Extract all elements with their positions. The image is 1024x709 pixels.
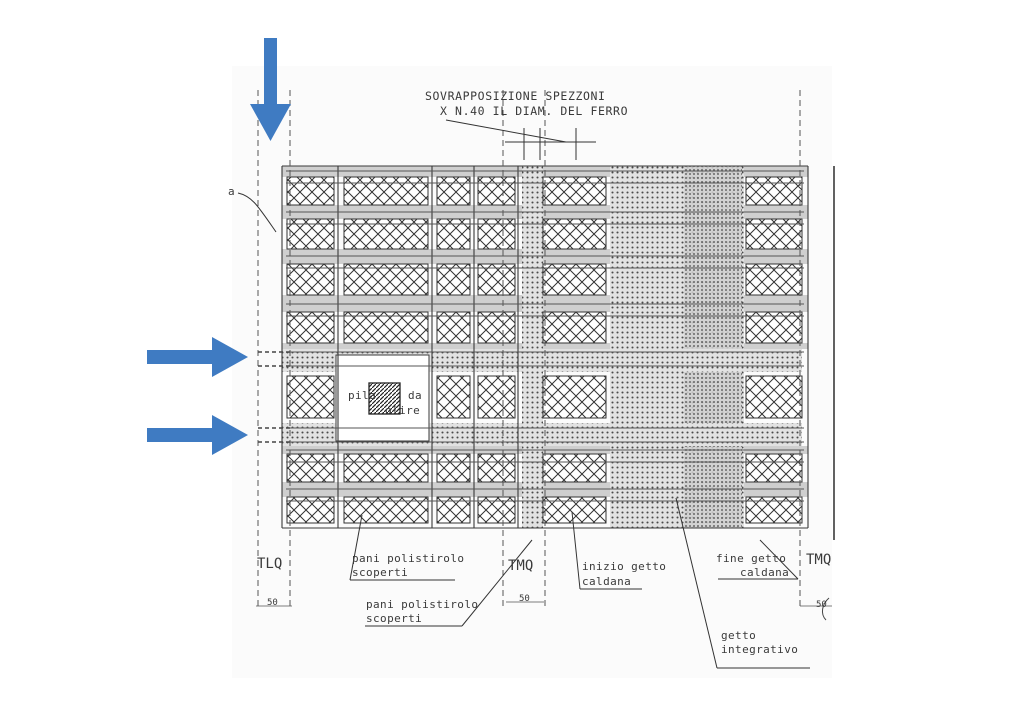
polystyrene-block	[343, 218, 429, 250]
annotation-pani-1-line2: scoperti	[352, 566, 408, 579]
annotation-pani-2-line1: pani polistirolo	[366, 598, 478, 611]
arrow-right-icon-lower	[147, 415, 248, 455]
polystyrene-block	[542, 311, 607, 344]
polystyrene-block	[477, 263, 516, 296]
annotation-inizio-line1: inizio getto	[582, 560, 666, 573]
polystyrene-block	[436, 263, 471, 296]
stub-bars-left	[258, 351, 290, 443]
polystyrene-block	[286, 375, 335, 419]
header-line-1: SOVRAPPOSIZIONE SPEZZONI	[425, 89, 606, 103]
polystyrene-block	[745, 375, 803, 419]
dotted-column-a	[522, 166, 543, 528]
polystyrene-block	[745, 218, 803, 250]
polystyrene-block	[477, 311, 516, 344]
axis-label-right: TMQ	[806, 552, 831, 568]
dotted-column-c	[684, 166, 742, 528]
polystyrene-block	[542, 176, 607, 206]
polystyrene-block	[745, 263, 803, 296]
pillar-label-word3: olire	[385, 404, 420, 417]
pillar-label-word1: pila	[348, 389, 376, 402]
polystyrene-block	[286, 263, 335, 296]
polystyrene-block	[542, 263, 607, 296]
arrow-down-icon	[250, 38, 291, 141]
overlap-dimension	[445, 119, 596, 160]
polystyrene-block	[542, 453, 607, 483]
polystyrene-block	[542, 218, 607, 250]
polystyrene-block	[436, 176, 471, 206]
pillar-label-word2: da	[408, 389, 422, 402]
arrow-right-icon-upper	[147, 337, 248, 377]
polystyrene-block	[286, 453, 335, 483]
annotation-pani-1-line1: pani polistirolo	[352, 552, 464, 565]
polystyrene-blocks-right	[542, 176, 803, 524]
highlight-arrows	[147, 38, 291, 455]
polystyrene-block	[477, 453, 516, 483]
polystyrene-block	[745, 453, 803, 483]
polystyrene-block	[343, 263, 429, 296]
polystyrene-block	[477, 375, 516, 419]
polystyrene-block	[343, 453, 429, 483]
polystyrene-block	[436, 375, 471, 419]
annotation-fine-line2: caldana	[740, 566, 789, 579]
dimension-ticks	[256, 601, 832, 607]
polystyrene-block	[745, 311, 803, 344]
axis-label-middle: TMQ	[508, 558, 533, 574]
polystyrene-block	[343, 311, 429, 344]
dimension-right: 50	[816, 600, 827, 610]
dimension-right-mark	[821, 597, 830, 621]
polystyrene-block	[436, 453, 471, 483]
annotation-pani-2-line2: scoperti	[366, 612, 422, 625]
polystyrene-block	[286, 218, 335, 250]
axis-lines	[257, 90, 801, 610]
polystyrene-block	[477, 176, 516, 206]
polystyrene-block	[436, 311, 471, 344]
polystyrene-block	[477, 218, 516, 250]
polystyrene-block	[286, 176, 335, 206]
header-line-2: X N.40 IL DIAM. DEL FERRO	[440, 104, 628, 118]
polystyrene-block	[436, 218, 471, 250]
annotation-leaders	[349, 497, 810, 669]
annotation-getto-line2: integrativo	[721, 643, 798, 656]
axis-label-left: TLQ	[257, 556, 282, 572]
polystyrene-block	[745, 176, 803, 206]
polystyrene-block	[343, 176, 429, 206]
marker-leader	[237, 192, 277, 233]
slab-outline	[281, 165, 835, 540]
dimension-left: 50	[267, 598, 278, 608]
polystyrene-block	[542, 375, 607, 419]
pillar-section-hatch	[368, 382, 401, 415]
annotation-fine-line1: fine getto	[716, 552, 786, 565]
annotation-inizio-line2: caldana	[582, 575, 631, 588]
polystyrene-block	[286, 311, 335, 344]
marker-letter: a	[228, 185, 235, 198]
dimension-middle: 50	[519, 594, 530, 604]
annotation-getto-line1: getto	[721, 629, 756, 642]
